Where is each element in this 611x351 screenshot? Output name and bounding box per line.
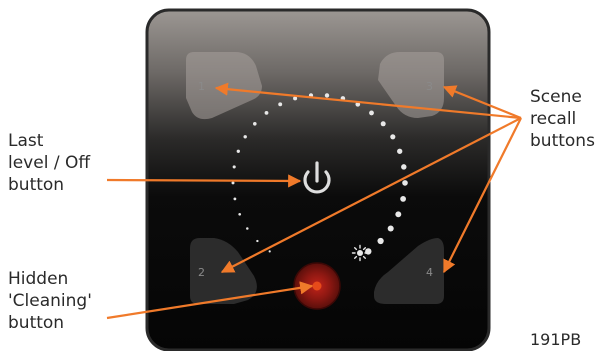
arrow-scene-4 bbox=[443, 117, 522, 274]
level-dot bbox=[236, 149, 240, 153]
label-hidden-cleaning-button: Hidden 'Cleaning' button bbox=[8, 269, 92, 333]
level-dot bbox=[278, 102, 283, 107]
level-dot bbox=[253, 122, 257, 126]
level-dot bbox=[233, 197, 237, 201]
level-dot bbox=[232, 165, 236, 169]
scene-button-1-number: 1 bbox=[198, 80, 205, 93]
level-dot bbox=[377, 237, 384, 245]
scene-button-2-number: 2 bbox=[198, 266, 205, 279]
cleaning-dot-icon bbox=[312, 281, 322, 291]
arrow-scene-2 bbox=[220, 117, 522, 273]
arrow-scene-1 bbox=[214, 82, 522, 120]
arrow-last-level bbox=[106, 174, 302, 188]
level-dot bbox=[369, 110, 374, 116]
level-dot bbox=[380, 121, 386, 127]
arrow-scene-3 bbox=[442, 85, 522, 120]
callout-arrows bbox=[106, 82, 522, 320]
level-dot bbox=[387, 225, 394, 232]
product-code: 191PB bbox=[530, 330, 582, 349]
level-dot bbox=[243, 135, 247, 139]
level-dot bbox=[293, 96, 298, 101]
level-dot bbox=[397, 148, 403, 154]
cleaning-button[interactable] bbox=[293, 262, 341, 310]
label-last-level-off-button: Last level / Off button bbox=[8, 131, 91, 195]
power-button[interactable] bbox=[295, 159, 339, 203]
level-dot bbox=[390, 134, 396, 140]
sun-icon bbox=[351, 244, 369, 262]
level-dot bbox=[264, 111, 269, 115]
level-dot bbox=[256, 239, 259, 243]
arrow-cleaning bbox=[106, 281, 314, 320]
scene-button-4[interactable]: 4 bbox=[374, 238, 444, 304]
level-dot bbox=[401, 164, 407, 170]
level-dot bbox=[395, 211, 402, 218]
scene-button-4-number: 4 bbox=[426, 266, 433, 279]
label-scene-recall-buttons: Scene recall buttons bbox=[530, 87, 595, 151]
level-dot bbox=[400, 196, 406, 202]
level-dot bbox=[268, 250, 271, 253]
level-dot bbox=[246, 227, 249, 230]
scene-button-3-number: 3 bbox=[426, 80, 433, 93]
scene-button-3[interactable]: 3 bbox=[378, 52, 444, 118]
level-dot bbox=[231, 181, 235, 185]
level-dot bbox=[324, 93, 330, 98]
power-icon bbox=[303, 161, 331, 194]
level-dot bbox=[402, 180, 408, 186]
level-dot bbox=[238, 212, 242, 216]
